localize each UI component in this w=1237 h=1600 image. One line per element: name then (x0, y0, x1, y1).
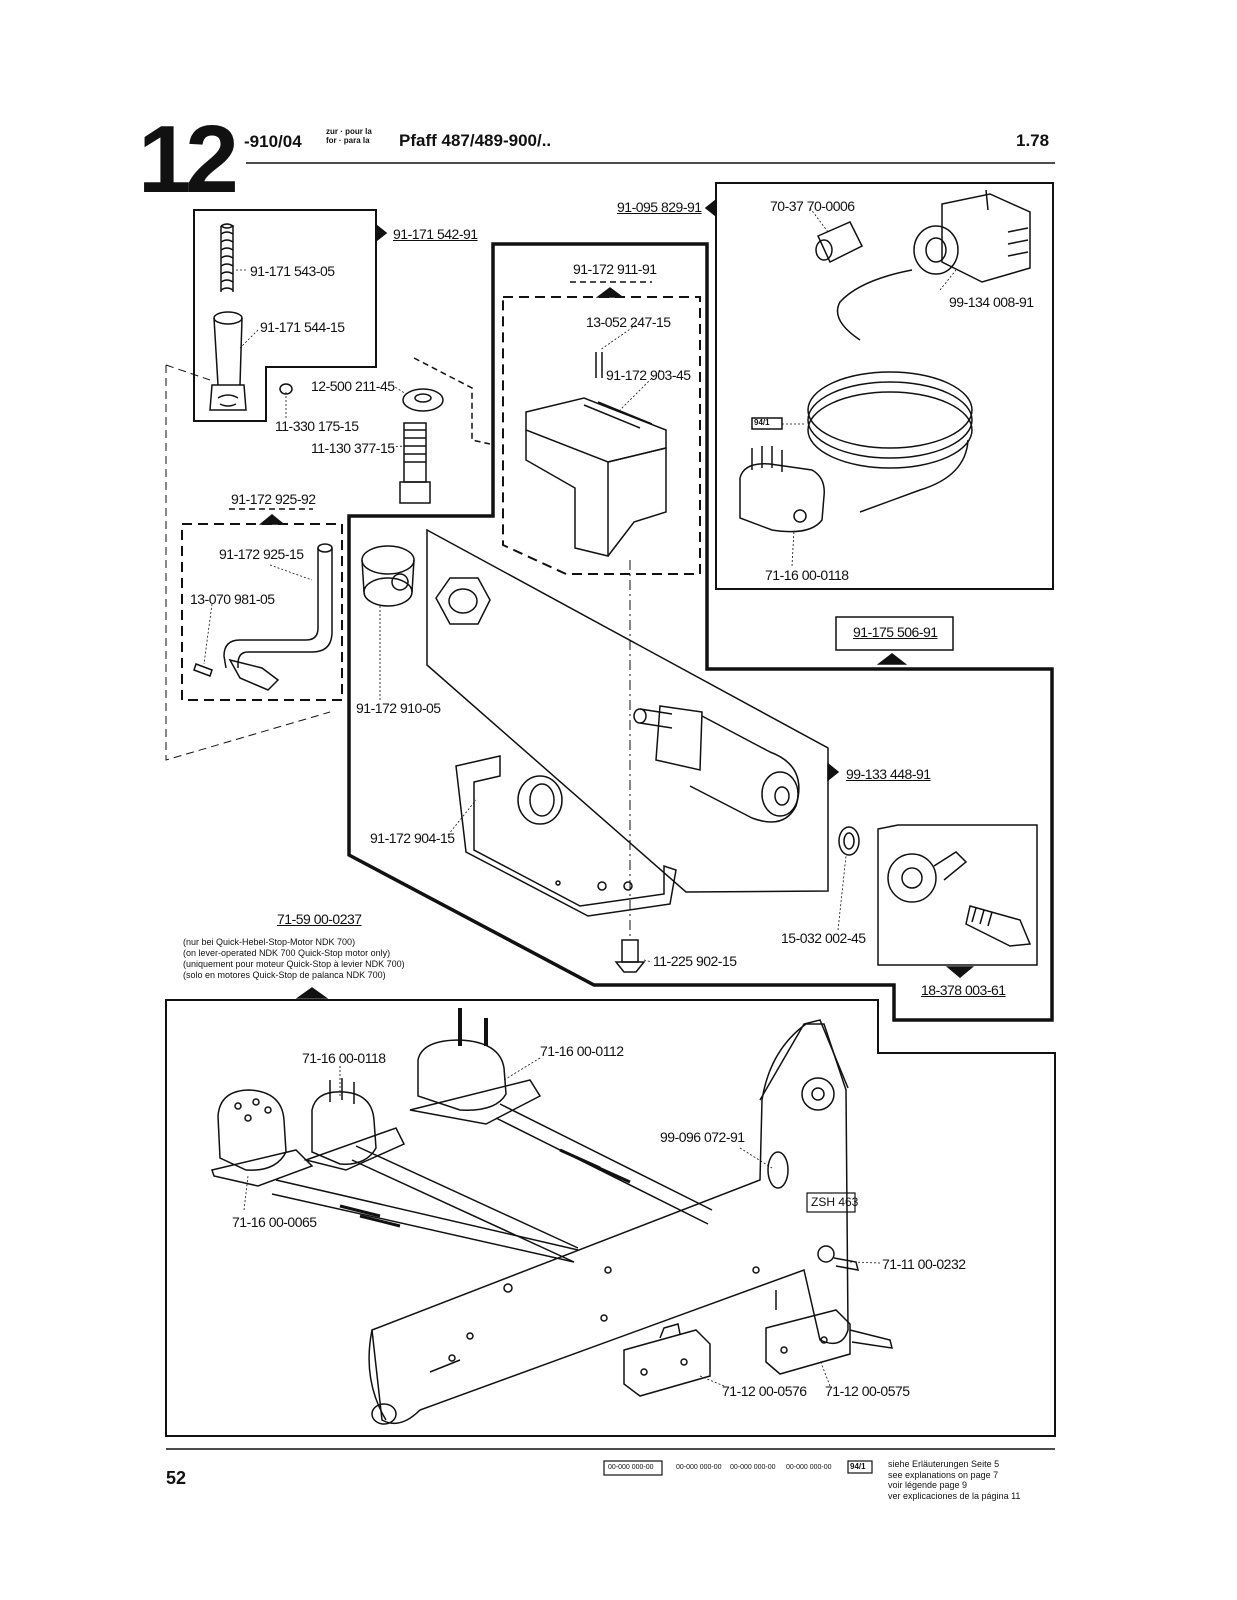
spring-part (220, 223, 235, 292)
frame-18-378-003-61 (877, 824, 1038, 966)
countersunk-screw-part (614, 939, 646, 973)
arrow-marker (295, 987, 329, 999)
plug-socket-part (739, 446, 825, 533)
bushing-part (361, 545, 415, 607)
legend-line: see explanations on page 7 (888, 1469, 999, 1480)
label-91-172-910-05: 91-172 910-05 (356, 700, 441, 716)
arrow-marker (595, 287, 625, 298)
hex-nut-part (435, 577, 491, 625)
note-line: (on lever-operated NDK 700 Quick-Stop mo… (183, 948, 391, 958)
label-71-16-00-0065: 71-16 00-0065 (232, 1214, 317, 1230)
label-12-500-211-45: 12-500 211-45 (311, 378, 395, 394)
frame-main-group (347, 242, 1054, 1022)
label-71-16-00-0112: 71-16 00-0112 (540, 1043, 624, 1059)
header-small-text: zur · pour la for · para la (326, 127, 372, 145)
stop-pin-part (209, 311, 247, 411)
header-small-line1: zur · pour la (326, 127, 372, 136)
micro-switch-b-part (765, 1309, 894, 1375)
label-91-172-903-45: 91-172 903-45 (606, 367, 691, 383)
label-71-11-00-0232: 71-11 00-0232 (882, 1256, 966, 1272)
section-number: 12 (138, 106, 239, 213)
zsh-frame (806, 1192, 856, 1213)
label-71-12-00-0576: 71-12 00-0576 (722, 1383, 807, 1399)
footer-code-1: 00-000 000-00 (608, 1464, 654, 1471)
switch-b-part (303, 1078, 406, 1171)
legend-line: siehe Erläuterungen Seite 5 (888, 1459, 1000, 1469)
arrow-marker (945, 966, 975, 978)
label-99-133-448-91: 99-133 448-91 (846, 766, 931, 782)
label-91-172-904-15: 91-172 904-15 (370, 830, 455, 846)
switch-a-part (211, 1089, 314, 1187)
note-line: (solo en motores Quick-Stop de palanca N… (183, 970, 386, 980)
label-11-330-175-15: 11-330 175-15 (275, 418, 359, 434)
frame-91-172-911-91 (502, 296, 701, 575)
badge-94-1: 94/1 (754, 418, 770, 427)
footer-badge: 94/1 (850, 1462, 866, 1471)
label-91-172-925-92: 91-172 925-92 (231, 491, 316, 507)
valve-cylinder-part (633, 705, 800, 823)
arrow-marker (876, 653, 908, 665)
label-15-032-002-45: 15-032 002-45 (781, 930, 866, 946)
socket-screw-part (399, 422, 431, 504)
solenoid-connector-part (913, 189, 1031, 283)
label-11-130-377-15: 11-130 377-15 (311, 440, 395, 456)
bracket-part (455, 755, 677, 917)
arrow-marker (258, 514, 286, 525)
label-71-12-00-0575: 71-12 00-0575 (825, 1383, 910, 1399)
label-91-172-911-91: 91-172 911-91 (573, 261, 657, 277)
label-18-378-003-61: 18-378 003-61 (921, 982, 1006, 998)
footer-legend: siehe Erläuterungen Seite 5 see explanat… (888, 1459, 1020, 1501)
bent-rod-part (193, 543, 333, 691)
header-code: -910/04 (244, 132, 302, 151)
label-70-37-70-0006: 70-37 70-0006 (770, 198, 855, 214)
label-11-225-902-15: 11-225 902-15 (653, 953, 737, 969)
arrow-marker (704, 198, 717, 218)
arrow-marker (827, 762, 840, 782)
label-91-171-544-15: 91-171 544-15 (260, 319, 345, 335)
label-91-095-829-91: 91-095 829-91 (617, 199, 702, 215)
label-13-052-247-15: 13-052 247-15 (586, 314, 671, 330)
banjo-fitting-part (887, 851, 1032, 947)
label-99-134-008-91: 99-134 008-91 (949, 294, 1034, 310)
switch-c-part (409, 1008, 542, 1125)
legend-line: ver explicaciones de la página 11 (888, 1490, 1021, 1501)
footer-code-4: 00-000 000-00 (786, 1464, 832, 1471)
frame-99-134-008-91 (715, 182, 1054, 590)
washer-part (838, 826, 860, 856)
header-title: Pfaff 487/489-900/.. (399, 131, 552, 150)
frame-71-59-00-0237 (165, 999, 1056, 1437)
note-line: (nur bei Quick-Hebel-Stop-Motor NDK 700) (183, 937, 356, 947)
motor-note: (nur bei Quick-Hebel-Stop-Motor NDK 700)… (183, 937, 405, 981)
badge-frame (751, 417, 783, 430)
footer-code-3: 00-000 000-00 (730, 1464, 776, 1471)
rods-part (271, 1103, 713, 1263)
sleeve-part (815, 221, 864, 264)
page-number: 52 (166, 1468, 187, 1488)
header-date: 1.78 (1016, 131, 1050, 150)
label-91-171-542-91: 91-171 542-91 (393, 226, 478, 242)
label-91-172-925-15: 91-172 925-15 (219, 546, 304, 562)
inner-plate (426, 528, 829, 893)
t-block-part (525, 352, 667, 557)
arrow-marker (375, 223, 388, 243)
header-small-line2: for · para la (326, 136, 370, 145)
label-71-16-00-0118-bottom: 71-16 00-0118 (302, 1050, 386, 1066)
frame-91-171-542-91 (193, 209, 377, 422)
coiled-cable-part (807, 269, 973, 513)
label-99-096-072-91: 99-096 072-91 (660, 1129, 745, 1145)
zsh-marking: ZSH 463 (811, 1195, 859, 1209)
label-71-59-00-0237: 71-59 00-0237 (277, 911, 362, 927)
note-line: (uniquement pour moteur Quick-Stop à lev… (183, 959, 405, 969)
lock-washer-part (402, 388, 444, 412)
label-91-175-506-91: 91-175 506-91 (853, 624, 938, 640)
label-13-070-981-05: 13-070 981-05 (190, 591, 275, 607)
label-91-171-543-05: 91-171 543-05 (250, 263, 335, 279)
bottom-frame-part (368, 1019, 860, 1425)
footer-code-2: 00-000 000-00 (676, 1464, 722, 1471)
legend-line: voir légende page 9 (888, 1480, 968, 1490)
micro-switch-a-part (623, 1323, 711, 1397)
label-71-16-00-0118-top: 71-16 00-0118 (765, 567, 849, 583)
